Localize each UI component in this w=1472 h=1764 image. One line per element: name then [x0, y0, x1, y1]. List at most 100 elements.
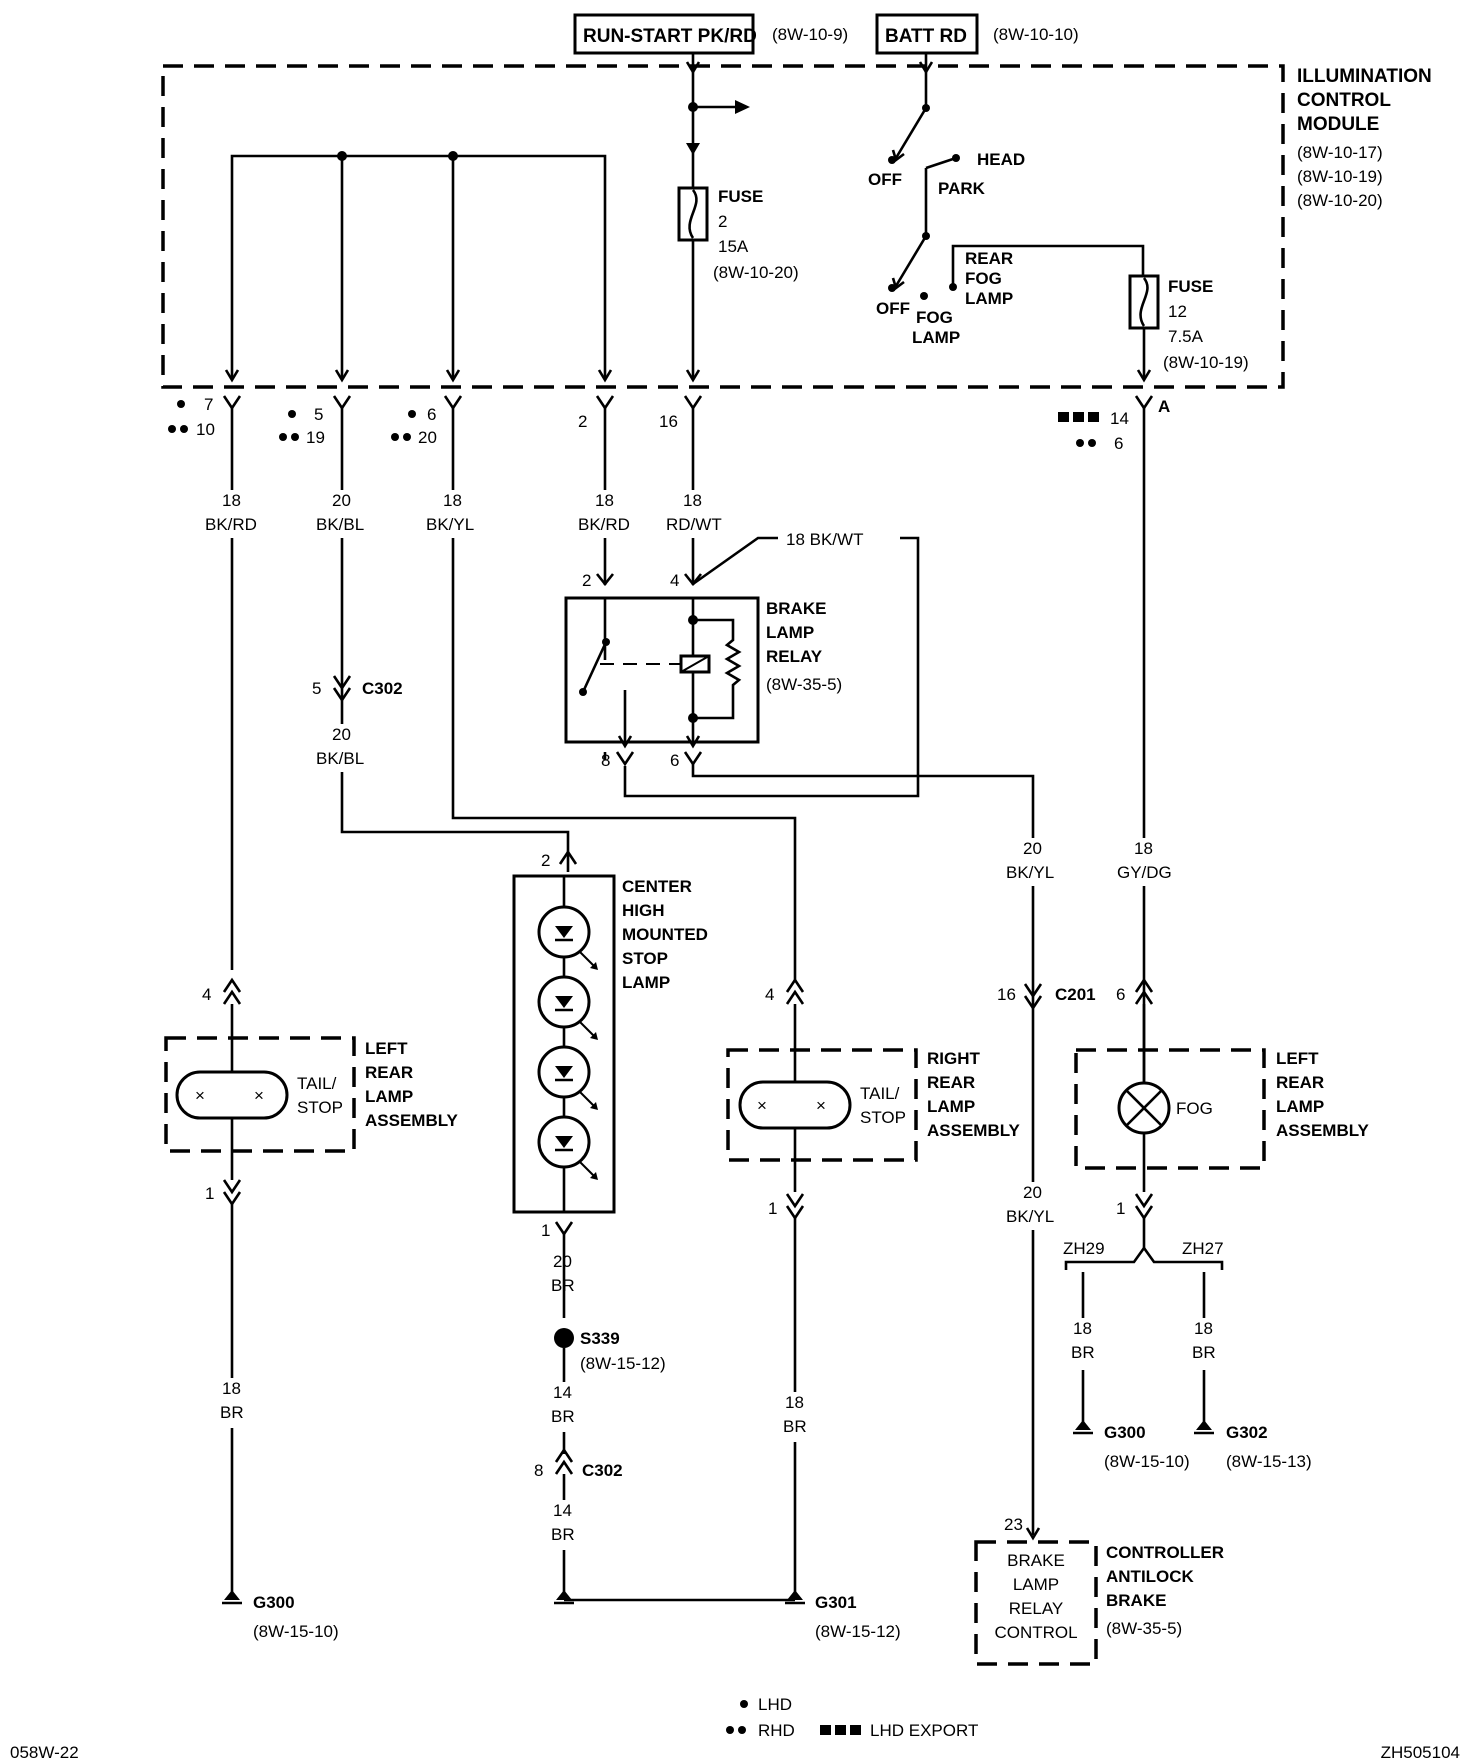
svg-text:19: 19	[306, 428, 325, 447]
svg-text:ASSEMBLY: ASSEMBLY	[1276, 1121, 1370, 1140]
svg-text:LAMP: LAMP	[912, 328, 960, 347]
svg-text:FUSE: FUSE	[718, 187, 763, 206]
svg-text:C302: C302	[362, 679, 403, 698]
svg-text:ILLUMINATION: ILLUMINATION	[1297, 66, 1432, 87]
svg-text:FOG: FOG	[965, 269, 1002, 288]
svg-text:1: 1	[541, 1221, 550, 1240]
svg-text:20: 20	[332, 491, 351, 510]
svg-text:BR: BR	[783, 1417, 807, 1436]
svg-text:ASSEMBLY: ASSEMBLY	[927, 1121, 1021, 1140]
svg-text:BK/RD: BK/RD	[205, 515, 257, 534]
svg-text:ASSEMBLY: ASSEMBLY	[365, 1111, 459, 1130]
svg-text:6: 6	[427, 405, 436, 424]
svg-text:18: 18	[683, 491, 702, 510]
run-start-ref: (8W-10-9)	[772, 25, 848, 44]
svg-text:(8W-10-20): (8W-10-20)	[713, 263, 799, 282]
svg-text:(8W-10-19): (8W-10-19)	[1163, 353, 1249, 372]
left-rear-lamp-assembly: 4 × × TAIL/ STOP LEFT REAR LAMP ASSEMBLY…	[164, 977, 459, 1641]
svg-text:G300: G300	[1104, 1423, 1146, 1442]
svg-text:OFF: OFF	[868, 170, 902, 189]
svg-text:×: ×	[757, 1096, 767, 1115]
icm-internal-bus	[224, 151, 613, 383]
illumination-control-module-box	[161, 64, 1285, 389]
svg-text:1: 1	[1116, 1199, 1125, 1218]
svg-text:RELAY: RELAY	[1009, 1599, 1064, 1618]
wire-fog-feed: 18 GY/DG	[1112, 408, 1178, 1090]
run-start-box	[573, 13, 755, 55]
svg-text:CONTROLLER: CONTROLLER	[1106, 1543, 1224, 1562]
svg-text:LAMP: LAMP	[1276, 1097, 1324, 1116]
wire-relay-inputs: 18 BK/RD 18 RD/WT 18 BK/WT 2 4	[572, 408, 920, 798]
svg-text:(8W-15-13): (8W-15-13)	[1226, 1452, 1312, 1471]
svg-text:6: 6	[670, 751, 679, 770]
chmsl-ground-path: 20 BR S339 (8W-15-12) 14 BR 8 C302 14 BR	[534, 1234, 795, 1605]
svg-text:(8W-10-20): (8W-10-20)	[1297, 191, 1383, 210]
svg-text:STOP: STOP	[622, 949, 668, 968]
svg-text:18: 18	[1134, 839, 1153, 858]
svg-text:7: 7	[204, 395, 213, 414]
svg-text:BR: BR	[1071, 1343, 1095, 1362]
svg-text:BR: BR	[551, 1525, 575, 1544]
left-rear-fog-lamp-assembly: 6 FOG LEFT REAR LAMP ASSEMBLY 1 ZH29 ZH2…	[1060, 977, 1370, 1471]
svg-text:LHD EXPORT: LHD EXPORT	[870, 1721, 978, 1740]
wire-right-rear-feed: 18 BK/YL	[420, 408, 797, 980]
svg-text:23: 23	[1004, 1515, 1023, 1534]
svg-text:S339: S339	[580, 1329, 620, 1348]
fuse-2: FUSE 2 15A (8W-10-20)	[677, 53, 799, 383]
svg-text:LEFT: LEFT	[1276, 1049, 1319, 1068]
batt-ref: (8W-10-10)	[993, 25, 1079, 44]
svg-text:(8W-15-10): (8W-15-10)	[1104, 1452, 1190, 1471]
svg-text:GY/DG: GY/DG	[1117, 863, 1172, 882]
svg-text:LAMP: LAMP	[965, 289, 1013, 308]
svg-text:BRAKE: BRAKE	[766, 599, 826, 618]
center-high-mounted-stop-lamp: 2 CENTER HIGH MOUNTED STOP LAMP 1	[512, 849, 708, 1240]
brake-lamp-relay: BRAKE LAMP RELAY (8W-35-5)	[564, 596, 842, 760]
svg-text:FOG: FOG	[1176, 1099, 1213, 1118]
svg-text:12: 12	[1168, 302, 1187, 321]
controller-antilock-brake: BRAKE LAMP RELAY CONTROL CONTROLLER ANTI…	[974, 1540, 1224, 1666]
svg-text:BR: BR	[551, 1276, 575, 1295]
svg-text:15A: 15A	[718, 237, 749, 256]
svg-text:6: 6	[1114, 434, 1123, 453]
svg-text:20: 20	[418, 428, 437, 447]
svg-text:RHD: RHD	[758, 1721, 795, 1740]
svg-text:6: 6	[1116, 985, 1125, 1004]
svg-text:MOUNTED: MOUNTED	[622, 925, 708, 944]
wire-left-rear-feed: 18 BK/RD	[200, 408, 260, 970]
right-rear-lamp-assembly: 4 × × TAIL/ STOP RIGHT REAR LAMP ASSEMBL…	[726, 977, 1021, 1641]
svg-text:PARK: PARK	[938, 179, 986, 198]
svg-text:10: 10	[196, 420, 215, 439]
svg-text:STOP: STOP	[860, 1108, 906, 1127]
icm-title: ILLUMINATION CONTROL MODULE (8W-10-17) (…	[1297, 66, 1432, 210]
svg-text:REAR: REAR	[965, 249, 1013, 268]
svg-text:×: ×	[195, 1086, 205, 1105]
svg-text:LAMP: LAMP	[365, 1087, 413, 1106]
svg-text:BK/RD: BK/RD	[578, 515, 630, 534]
svg-text:LHD: LHD	[758, 1695, 792, 1714]
legend: LHD RHD LHD EXPORT	[726, 1695, 978, 1740]
svg-text:HEAD: HEAD	[977, 150, 1025, 169]
svg-text:×: ×	[816, 1096, 826, 1115]
svg-text:ZH29: ZH29	[1063, 1239, 1105, 1258]
fuse-12: FUSE 12 7.5A (8W-10-19)	[1128, 274, 1249, 383]
svg-text:BR: BR	[551, 1407, 575, 1426]
svg-text:CENTER: CENTER	[622, 877, 692, 896]
svg-text:BK/YL: BK/YL	[1006, 1207, 1054, 1226]
svg-text:(8W-10-19): (8W-10-19)	[1297, 167, 1383, 186]
svg-text:REAR: REAR	[1276, 1073, 1324, 1092]
splice-s339	[554, 1328, 574, 1348]
footer-left-code: 058W-22	[10, 1743, 79, 1762]
svg-text:REAR: REAR	[927, 1073, 975, 1092]
batt-label: BATT RD	[885, 26, 967, 47]
svg-text:BK/BL: BK/BL	[316, 749, 364, 768]
svg-text:G300: G300	[253, 1593, 295, 1612]
svg-text:RELAY: RELAY	[766, 647, 823, 666]
svg-text:(8W-10-17): (8W-10-17)	[1297, 143, 1383, 162]
svg-text:4: 4	[670, 571, 679, 590]
svg-text:18: 18	[1073, 1319, 1092, 1338]
svg-text:CONTROL: CONTROL	[994, 1623, 1077, 1642]
svg-text:(8W-15-12): (8W-15-12)	[815, 1622, 901, 1641]
svg-text:ANTILOCK: ANTILOCK	[1106, 1567, 1195, 1586]
svg-text:2: 2	[718, 212, 727, 231]
svg-text:FOG: FOG	[916, 308, 953, 327]
